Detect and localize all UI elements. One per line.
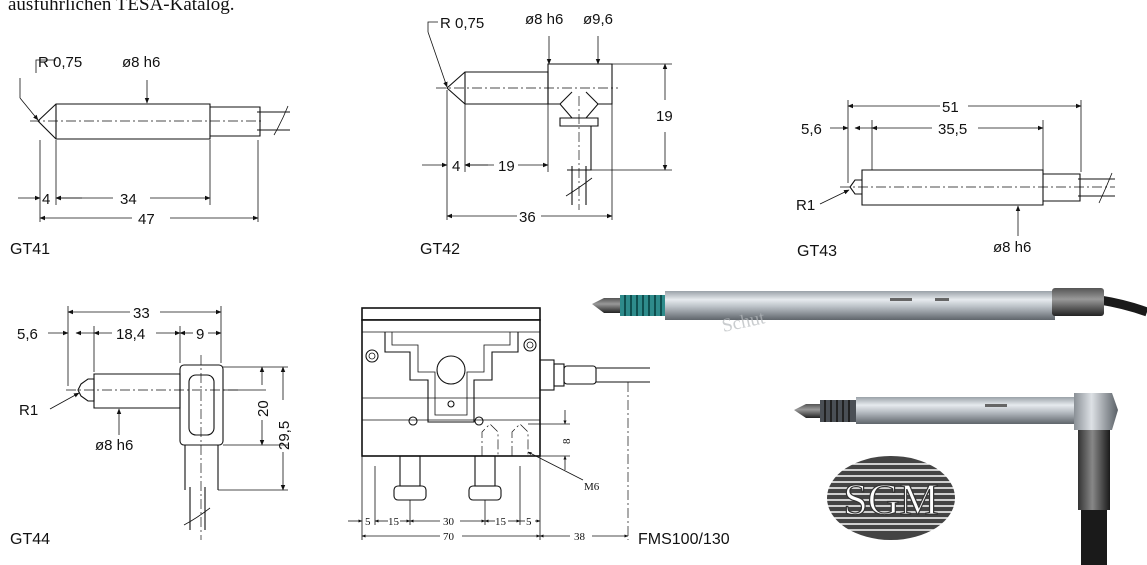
gt44-caption: GT44: [10, 531, 50, 548]
gt42-dim-body: 19: [498, 158, 515, 175]
fms-dim-5a: 5: [365, 516, 371, 528]
fms-dim-8: 8: [561, 438, 573, 444]
fms-dim-70: 70: [443, 531, 455, 543]
gt44-dim-body: 18,4: [116, 326, 145, 343]
gt42-dim-height: 19: [656, 108, 673, 125]
gt41-diameter-label: ø8 h6: [122, 54, 160, 71]
fms-caption: FMS100/130: [638, 531, 730, 548]
gt42-diameter-label: ø8 h6: [525, 11, 563, 28]
gt43-dim-offset: 5,6: [801, 121, 822, 138]
gt42-dim-total: 36: [519, 209, 536, 226]
photo-angled-probe: [794, 393, 1118, 565]
fms-dim-38: 38: [574, 531, 586, 543]
gt43-caption: GT43: [797, 243, 837, 260]
gt44-drawing: [48, 306, 288, 540]
gt44-dim-offset: 5,6: [17, 326, 38, 343]
gt41-dim-tip: 4: [42, 191, 50, 208]
gt41-dim-body: 34: [120, 191, 137, 208]
gt44-dim-h2: 29,5: [276, 421, 293, 450]
gt43-radius-label: R1: [796, 197, 815, 214]
gt41-caption: GT41: [10, 241, 50, 258]
gt43-drawing: [819, 100, 1115, 236]
gt44-diameter-label: ø8 h6: [95, 437, 133, 454]
fms-dim-15b: 15: [495, 516, 507, 528]
header-text: ausführlichen TESA-Katalog.: [8, 0, 235, 15]
gt42-drawing: [422, 21, 672, 220]
gt43-dim-total: 51: [942, 99, 959, 116]
fms-drawing: [348, 307, 650, 540]
sgm-logo-text: SGM: [843, 475, 938, 524]
fms-thread-label: M6: [584, 481, 600, 493]
gt42-dim-tip: 4: [452, 158, 460, 175]
gt41-radius-label: R 0,75: [38, 54, 82, 71]
gt44-radius-label: R1: [19, 402, 38, 419]
gt43-diameter-label: ø8 h6: [993, 239, 1031, 256]
fms-dim-30: 30: [443, 516, 455, 528]
gt41-dim-total: 47: [138, 211, 155, 228]
gt44-dim-head: 9: [196, 326, 204, 343]
gt44-dim-h1: 20: [255, 400, 272, 417]
gt41-drawing: [18, 59, 290, 222]
photo-straight-probe: Schut: [592, 288, 1147, 337]
gt42-radius-label: R 0,75: [440, 15, 484, 32]
gt42-caption: GT42: [420, 241, 460, 258]
fms-dim-5b: 5: [526, 516, 532, 528]
sgm-logo: SGM: [827, 456, 955, 540]
gt43-dim-body: 35,5: [938, 121, 967, 138]
gt42-diameter-head-label: ø9,6: [583, 11, 613, 28]
fms-dim-15a: 15: [388, 516, 400, 528]
gt44-dim-total: 33: [133, 305, 150, 322]
